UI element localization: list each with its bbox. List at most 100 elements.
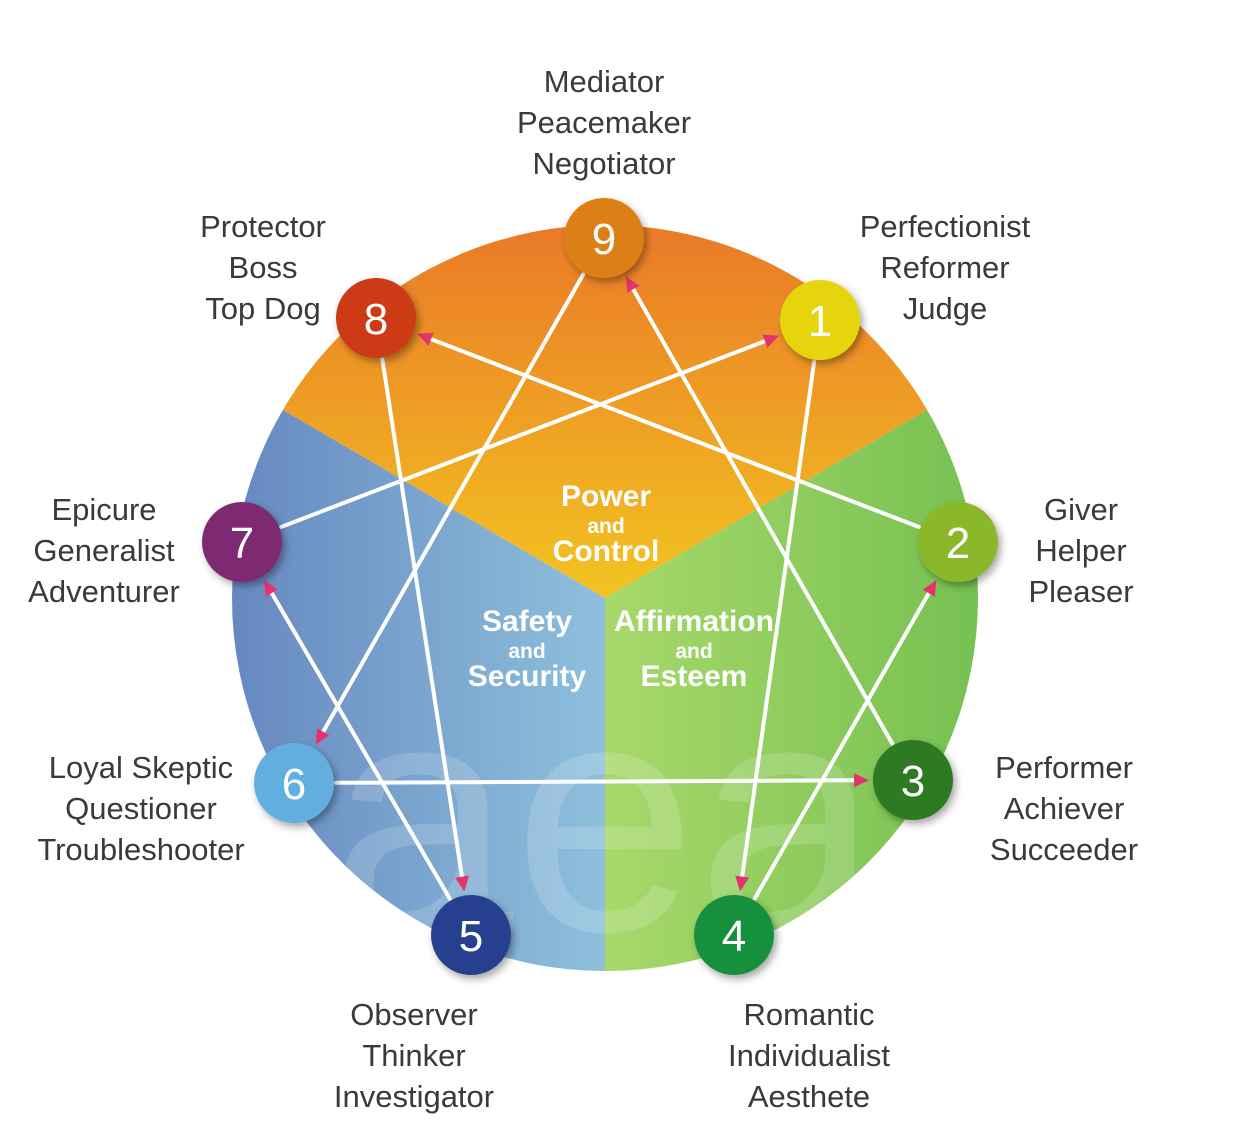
arrow-line: [269, 590, 452, 901]
center-power-and: and: [587, 515, 624, 538]
arrow-6-to-3: [333, 773, 870, 788]
type-title: Reformer: [880, 250, 1009, 285]
type-title: Top Dog: [205, 291, 320, 326]
type-node-1: 1: [780, 280, 860, 360]
arrow-head: [853, 773, 870, 788]
center-safety-line1: Safety: [482, 605, 572, 638]
type-number: 7: [230, 519, 254, 568]
arrow-line: [279, 339, 767, 529]
arrow-line: [631, 287, 895, 746]
type-title: Individualist: [728, 1038, 890, 1073]
type-node-circle: [918, 502, 998, 582]
type-node-circle: [336, 278, 416, 358]
type-node-4: 4: [694, 895, 774, 975]
arrow-line: [429, 337, 921, 529]
connection-arrows: [264, 272, 937, 901]
type-node-7: 7: [202, 502, 282, 582]
arrow-head: [762, 334, 779, 348]
arrow-head: [455, 875, 469, 892]
type-node-2: 2: [918, 502, 998, 582]
type-title: Generalist: [33, 533, 175, 568]
type-title: Epicure: [51, 492, 156, 527]
type-title: Questioner: [65, 791, 217, 826]
type-title: Adventurer: [28, 574, 180, 609]
type-title: Aesthete: [748, 1079, 870, 1114]
type-number: 5: [459, 912, 483, 961]
type-node-9: 9: [564, 198, 644, 278]
center-safety: Safety and Security: [468, 605, 587, 693]
center-power-line1: Power: [561, 480, 651, 513]
arrow-line: [740, 359, 817, 879]
arrow-head: [735, 875, 750, 892]
center-labels: Power and Control Safety and Security Af…: [468, 480, 774, 693]
center-power: Power and Control: [553, 480, 660, 568]
type-node-circle: [254, 743, 334, 823]
arrow-line: [333, 778, 857, 785]
type-title: Romantic: [744, 997, 875, 1032]
type-title: Negotiator: [532, 146, 675, 181]
arrow-8-to-5: [380, 357, 469, 892]
arrow-1-to-4: [735, 359, 817, 892]
arrow-head: [417, 332, 434, 346]
type-title: Mediator: [544, 64, 665, 99]
arrow-head: [315, 728, 330, 745]
arrow-2-to-8: [417, 332, 921, 529]
center-affirmation-and: and: [675, 640, 712, 663]
arrow-7-to-1: [279, 334, 779, 529]
safety-security-sector: [232, 225, 605, 971]
arrow-head: [625, 276, 640, 293]
arrow-3-to-9: [625, 276, 895, 746]
type-title: Performer: [995, 750, 1133, 785]
type-node-5: 5: [431, 895, 511, 975]
center-affirmation-line1: Affirmation: [614, 605, 774, 638]
arrow-9-to-6: [315, 272, 586, 745]
type-number: 4: [722, 912, 746, 961]
type-node-6: 6: [254, 743, 334, 823]
type-title: Troubleshooter: [37, 832, 244, 867]
type-node-circle: [202, 502, 282, 582]
arrow-5-to-7: [264, 580, 452, 901]
type-title: Protector: [200, 209, 326, 244]
type-title: Peacemaker: [517, 105, 691, 140]
type-number: 2: [946, 519, 970, 568]
type-title: Investigator: [334, 1079, 494, 1114]
power-control-sector: [232, 225, 978, 598]
center-affirmation-line2: Esteem: [641, 660, 748, 693]
arrow-head: [922, 580, 937, 597]
type-number: 9: [592, 215, 616, 264]
type-node-circle: [564, 198, 644, 278]
type-title: Observer: [350, 997, 477, 1032]
background-disc: aea: [232, 225, 978, 1000]
arrow-4-to-2: [752, 580, 937, 901]
type-number: 3: [901, 757, 925, 806]
type-title: Boss: [229, 250, 298, 285]
type-title: Thinker: [362, 1038, 465, 1073]
affirmation-esteem-sector: [605, 225, 978, 971]
center-safety-and: and: [508, 640, 545, 663]
type-node-circle: [873, 740, 953, 820]
type-title: Perfectionist: [860, 209, 1031, 244]
watermark-text: aea: [330, 631, 883, 1000]
arrow-head: [264, 580, 278, 597]
center-power-line2: Control: [553, 535, 660, 568]
type-number: 8: [364, 295, 388, 344]
type-nodes: 1 2 3 4 5 6 7 8 9: [202, 198, 998, 975]
center-safety-line2: Security: [468, 660, 587, 693]
type-title: Judge: [903, 291, 987, 326]
type-node-circle: [431, 895, 511, 975]
center-affirmation: Affirmation and Esteem: [614, 605, 774, 693]
type-node-circle: [780, 280, 860, 360]
type-number: 1: [808, 297, 832, 346]
arrow-line: [752, 591, 931, 901]
type-labels: PerfectionistReformerJudgeGiverHelperPle…: [28, 64, 1138, 1114]
